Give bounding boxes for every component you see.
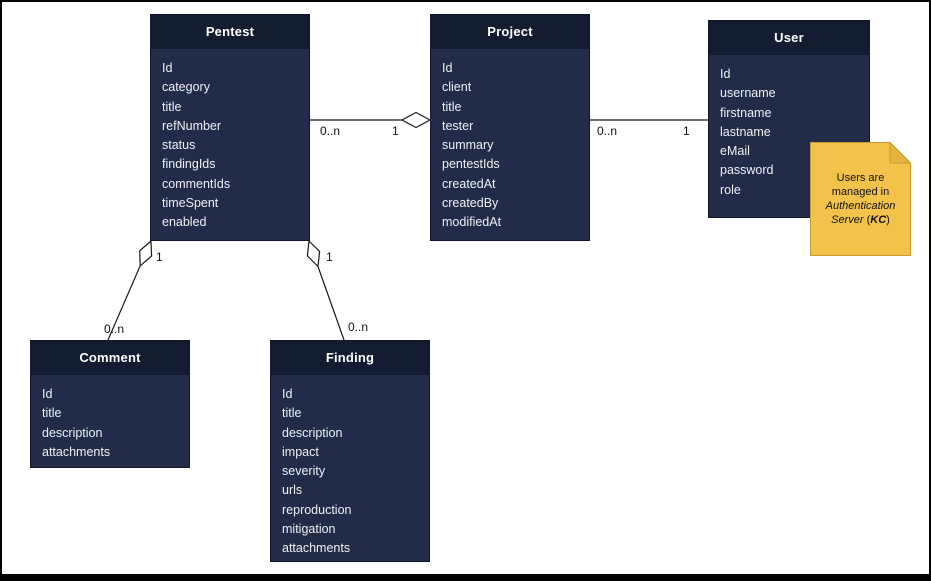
- cardinality-label: 0..n: [348, 320, 369, 334]
- aggregation-diamond-icon: [139, 239, 153, 268]
- entity-field-list: Id title description impact severity urls repr…: [271, 375, 429, 569]
- cardinality-label: 0..n: [597, 124, 618, 138]
- entity-field: timeSpent: [162, 196, 219, 211]
- entity-field: attachments: [42, 444, 111, 459]
- entity-comment: Comment Id title description attachments: [30, 340, 190, 468]
- entity-field: tester: [442, 118, 474, 133]
- cardinality-label: 1: [683, 124, 690, 138]
- entity-field: attachments: [282, 541, 351, 556]
- aggregation-diamond-icon: [306, 239, 321, 268]
- entity-field: title: [282, 406, 302, 421]
- entity-field: lastname: [720, 124, 771, 139]
- entity-field: mitigation: [282, 522, 336, 537]
- entity-field: modifiedAt: [442, 215, 502, 230]
- entity-field: findingIds: [162, 157, 216, 172]
- note-text-plain: (: [863, 214, 871, 226]
- cardinality-label: 1: [156, 250, 163, 264]
- cardinality-label: 1: [392, 124, 399, 138]
- entity-field: status: [162, 138, 196, 153]
- entity-field: client: [442, 80, 472, 95]
- entity-field: role: [720, 182, 741, 197]
- entity-field: createdAt: [442, 176, 496, 191]
- cardinality-label: 0..n: [104, 322, 125, 336]
- entity-field: Id: [282, 387, 293, 401]
- entity-field: description: [42, 425, 103, 440]
- entity-title: Finding: [271, 341, 429, 375]
- entity-field: severity: [282, 464, 326, 479]
- entity-pentest: Pentest Id category title refNumber status fi…: [150, 14, 310, 241]
- entity-field: Id: [42, 387, 53, 401]
- entity-field-list: Id client title tester summary pentestIds crea…: [431, 49, 589, 243]
- entity-field: enabled: [162, 215, 207, 230]
- entity-field: username: [720, 86, 776, 101]
- entity-title: Comment: [31, 341, 189, 375]
- sticky-note-shape: [810, 142, 911, 256]
- note-text-plain: Users are managed in: [831, 172, 890, 198]
- entity-title: Pentest: [151, 15, 309, 49]
- entity-field: eMail: [720, 144, 750, 159]
- entity-title: User: [709, 21, 869, 55]
- cardinality-label: 0..n: [320, 124, 341, 138]
- cardinality-label: 1: [326, 250, 333, 264]
- note-text-plain: ): [886, 214, 890, 226]
- entity-field: refNumber: [162, 118, 222, 133]
- entity-field: Id: [162, 61, 173, 75]
- note-text-bold-italic: KC: [870, 214, 887, 226]
- entity-field-list: Id username firstname lastname eMail password…: [709, 55, 869, 217]
- entity-field: commentIds: [162, 176, 231, 191]
- entity-field: Id: [442, 61, 453, 75]
- note-text-italic: Authentication Server: [825, 200, 896, 226]
- entity-field: firstname: [720, 105, 772, 120]
- entity-field: password: [720, 163, 774, 178]
- entity-project: Project Id client title tester summary pentes…: [430, 14, 590, 241]
- entity-field: impact: [282, 444, 319, 459]
- entity-field: pentestIds: [442, 157, 500, 172]
- entity-field-list: Id title description attachments: [31, 375, 189, 472]
- aggregation-diamond-icon: [400, 111, 432, 129]
- entity-title: Project: [431, 15, 589, 49]
- entity-field-list: Id category title refNumber status findingIds…: [151, 49, 309, 243]
- sticky-note: Users are managed in Authentication Serv…: [810, 142, 911, 256]
- entity-field: createdBy: [442, 196, 499, 211]
- association-line-pentest-finding: [317, 266, 345, 341]
- entity-field: description: [282, 425, 343, 440]
- entity-field: reproduction: [282, 502, 352, 517]
- entity-field: title: [162, 99, 182, 114]
- entity-field: summary: [442, 138, 494, 153]
- entity-field: title: [442, 99, 462, 114]
- entity-field: Id: [720, 67, 731, 81]
- entity-field: title: [42, 406, 62, 421]
- sticky-note-text: Users are managed in Authentication Serv…: [810, 142, 911, 256]
- entity-field: category: [162, 80, 210, 95]
- entity-field: urls: [282, 483, 303, 498]
- entity-finding: Finding Id title description impact severity…: [270, 340, 430, 562]
